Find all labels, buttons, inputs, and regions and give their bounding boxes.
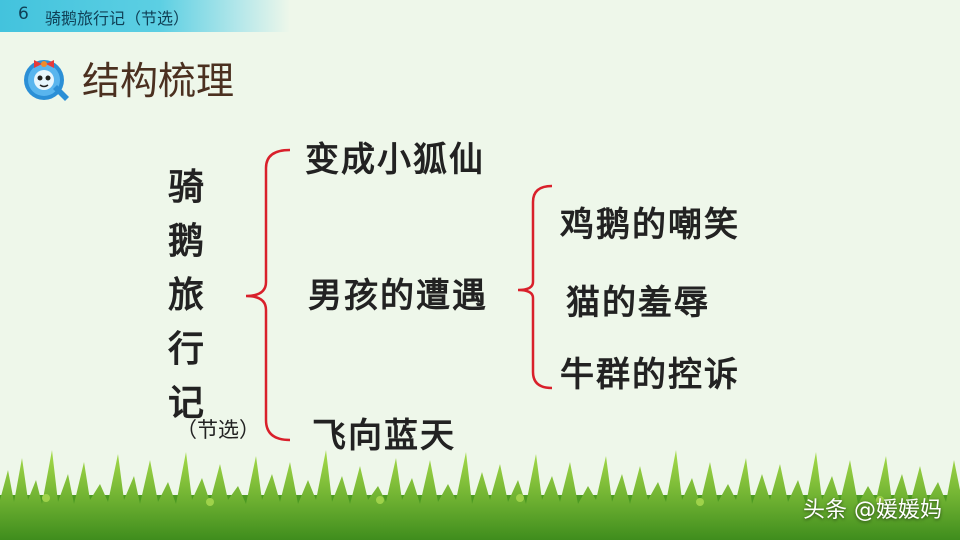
node-cattle-complaint: 牛群的控诉	[560, 355, 740, 395]
lesson-header-bar: 6 骑鹅旅行记（节选）	[0, 0, 290, 32]
q-logo-icon	[24, 60, 69, 101]
title-subtitle: （节选）	[176, 418, 260, 442]
node-fly-to-sky: 飞向蓝天	[312, 416, 456, 456]
main-bracket	[245, 148, 291, 442]
node-geese-mock: 鸡鹅的嘲笑	[560, 205, 740, 245]
title-char: 鹅	[168, 220, 205, 262]
title-char: 记	[168, 382, 205, 424]
sub-bracket	[517, 184, 553, 390]
title-char: 行	[168, 328, 205, 370]
title-char: 骑	[168, 166, 205, 208]
watermark: 头条 @媛媛妈	[803, 498, 942, 523]
grass-decoration	[0, 450, 960, 540]
node-boy-encounters: 男孩的遭遇	[308, 276, 488, 316]
main-title-vertical: 骑 鹅 旅 行 记	[168, 160, 204, 430]
lesson-title: 骑鹅旅行记（节选）	[45, 9, 190, 28]
section-title: 结构梳理	[82, 59, 235, 103]
lesson-number: 6	[18, 4, 29, 24]
title-char: 旅	[168, 274, 205, 316]
node-cat-insult: 猫的羞辱	[566, 283, 710, 323]
node-become-fox: 变成小狐仙	[305, 140, 485, 180]
